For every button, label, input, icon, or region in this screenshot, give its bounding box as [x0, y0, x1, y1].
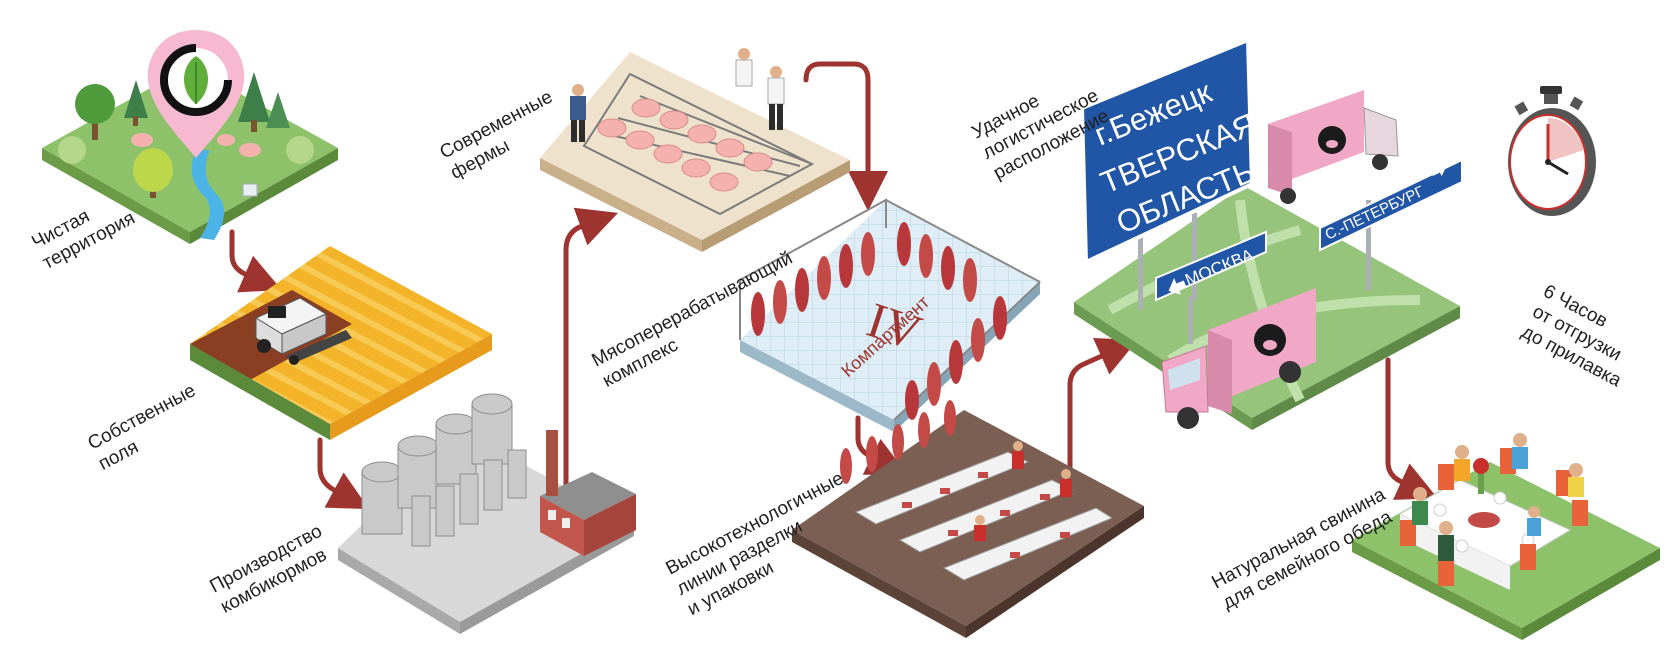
- cutting-line-island: [792, 400, 1144, 638]
- meat-piece-icon: [902, 472, 1070, 558]
- harvester-icon: [254, 297, 352, 365]
- stopwatch-icon: [1508, 86, 1596, 216]
- factory-building-icon: [540, 472, 636, 556]
- tree-icon: [238, 72, 270, 132]
- fields-island: [190, 246, 492, 440]
- vet-icon: [735, 48, 785, 130]
- pig-icon: [597, 98, 773, 192]
- tree-icon: [58, 136, 314, 164]
- location-pin-leaf-icon: [147, 30, 245, 158]
- flow-arrows: [229, 61, 1438, 510]
- tree-icon: [75, 84, 115, 140]
- arrow-fields-to-feed: [317, 437, 370, 510]
- chair-icon: [1400, 448, 1588, 586]
- carcass-icon: [751, 222, 1007, 420]
- person-icon: [1412, 433, 1584, 561]
- meat-complex-island: IV Компартмент: [739, 198, 1041, 432]
- tree-icon: [124, 80, 148, 126]
- arrow-farms-to-complex: [803, 61, 888, 211]
- spb-label: С.-ПЕТЕРБУРГ: [1323, 183, 1427, 244]
- carcass-icon: [840, 400, 956, 484]
- tree-icon: [266, 92, 290, 128]
- farmer-icon: [570, 84, 586, 142]
- arrow-lines-to-logistics: [1067, 338, 1138, 508]
- farm-island: [540, 48, 850, 252]
- dinner-island: [1352, 433, 1660, 640]
- truck-icon: [1268, 90, 1399, 204]
- pig-face-icon: [1254, 324, 1286, 356]
- worker-icon: [974, 441, 1072, 541]
- tree-icon: [133, 148, 173, 198]
- arrow-logistics-to-table: [1385, 357, 1438, 500]
- direction-sign-spb: С.-ПЕТЕРБУРГ: [1319, 158, 1463, 252]
- logistics-island: г.Бежецк ТВЕРСКАЯ ОБЛАСТЬ МОСКВА С.-ПЕТЕ…: [1074, 37, 1463, 430]
- feed-plant-island: [338, 393, 636, 634]
- arrow-territory-to-fields: [229, 229, 282, 293]
- pig-face-icon: [1318, 126, 1346, 154]
- arrow-feed-to-farms: [563, 207, 619, 491]
- truck-icon: [1161, 288, 1316, 429]
- silo-icon: [361, 393, 527, 547]
- territory-island: [42, 30, 338, 244]
- pig-icon: [131, 133, 261, 157]
